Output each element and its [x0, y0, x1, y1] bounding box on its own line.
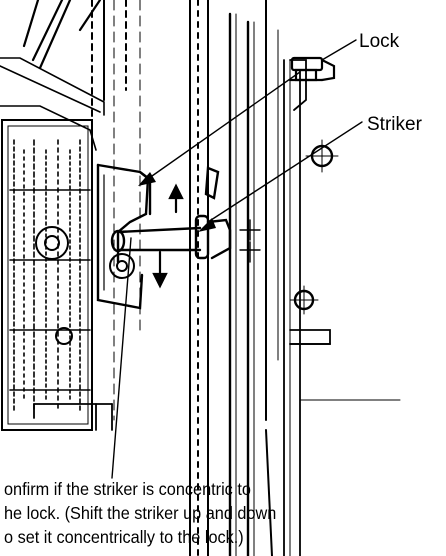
- leader-arrowheads: [138, 172, 216, 232]
- lock-mount: [288, 56, 336, 82]
- caption-line-3: o set it concentrically to the lock.): [4, 527, 244, 547]
- body-bolts: [204, 139, 339, 315]
- lock-case-bosses: [35, 226, 135, 345]
- leader-lines: [111, 39, 363, 479]
- glass-reflection-lines: [22, 0, 102, 70]
- body-side-panel: [283, 59, 401, 556]
- door-panel: [0, 57, 105, 431]
- caption-line-2: he lock. (Shift the striker up and down: [4, 503, 277, 523]
- striker-bolt: [239, 219, 261, 263]
- door-pillar: [91, 0, 279, 556]
- striker-label: Striker: [367, 114, 422, 135]
- sill-details: [33, 403, 113, 431]
- adjust-arrows: [152, 183, 184, 289]
- center-lines: [113, 0, 141, 421]
- caption-line-1: onfirm if the striker is concentric to: [4, 479, 251, 499]
- lock-label: Lock: [359, 31, 400, 52]
